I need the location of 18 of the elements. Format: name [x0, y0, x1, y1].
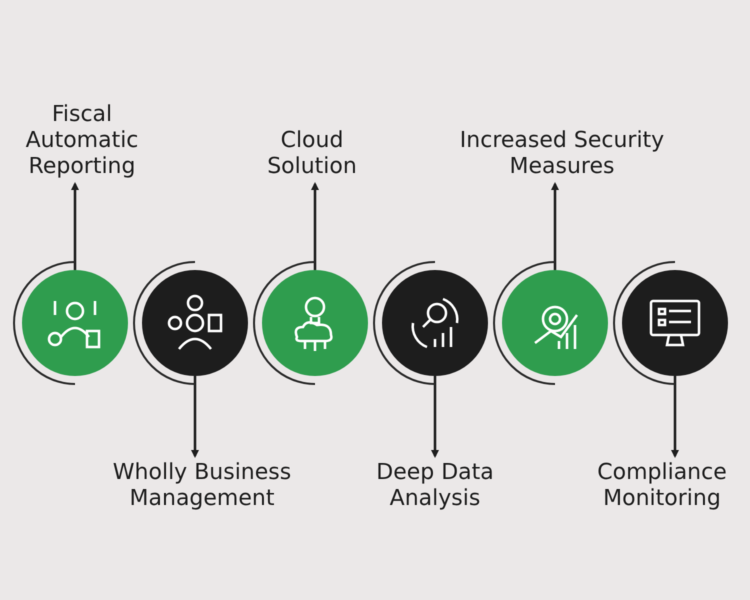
icon-circle: [382, 270, 488, 376]
arrow: [431, 376, 439, 458]
arrow: [551, 182, 559, 270]
icon-circle: [622, 270, 728, 376]
icon-circle: [262, 270, 368, 376]
arrow: [71, 182, 79, 270]
icon-circle: [142, 270, 248, 376]
feature-label: Fiscal Automatic Reporting: [12, 102, 152, 180]
icon-circle: [22, 270, 128, 376]
arrow: [191, 376, 199, 458]
arrow: [311, 182, 319, 270]
feature-label: Deep Data Analysis: [360, 460, 510, 512]
arrow: [671, 376, 679, 458]
feature-label: Cloud Solution: [247, 128, 377, 180]
icon-circle: [502, 270, 608, 376]
feature-label: Wholly Business Management: [112, 460, 292, 512]
feature-label: Compliance Monitoring: [587, 460, 737, 512]
feature-label: Increased Security Measures: [437, 128, 687, 180]
